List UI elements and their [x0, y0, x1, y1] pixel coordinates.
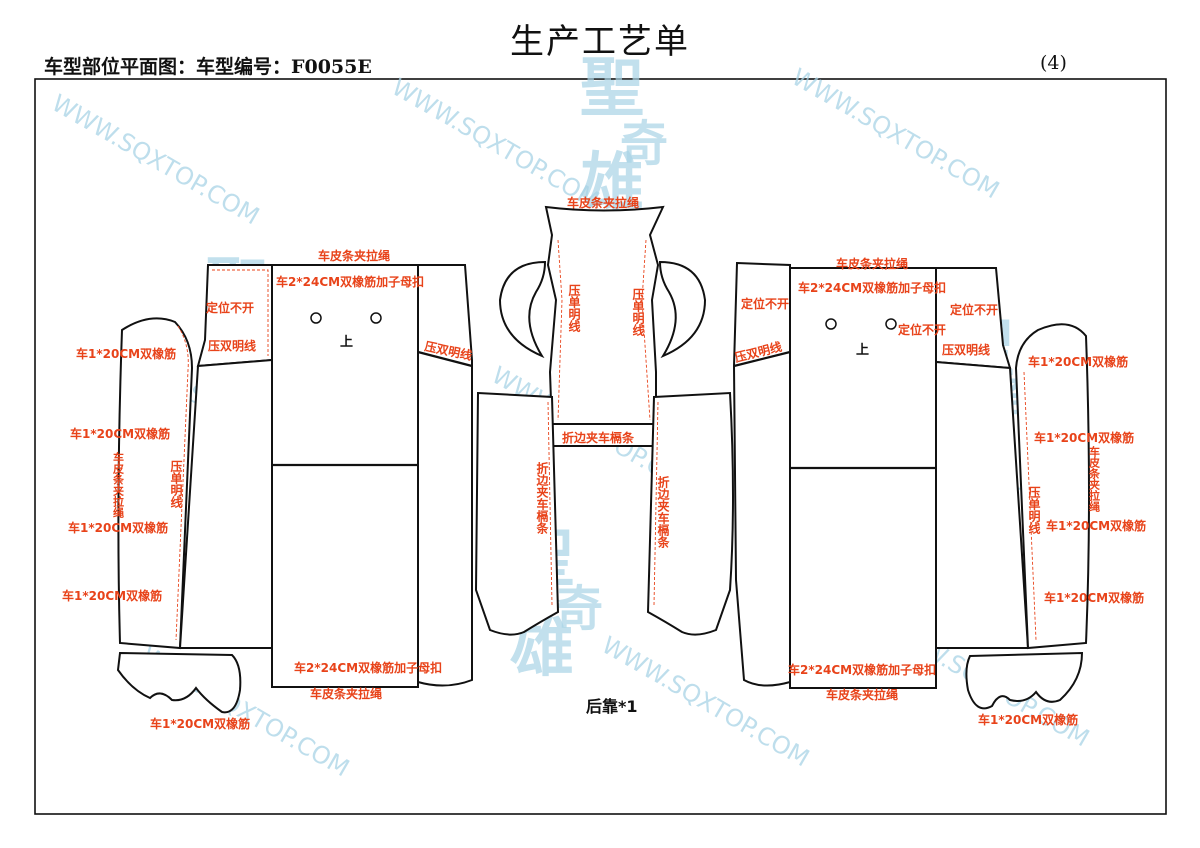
- annotation-label: 车2*24CM双橡筋加子母扣: [788, 662, 936, 677]
- annotation-label: 压双明线: [208, 338, 256, 353]
- watermark-url: WWW.SQXTOP.COM: [387, 73, 604, 214]
- buckle-hole-icon: [885, 318, 897, 330]
- annotation-label: 车1*20CM双橡筋: [150, 716, 250, 731]
- buckle-hole-icon: [825, 318, 837, 330]
- seam-line: [175, 325, 189, 641]
- page-number: (4): [1040, 52, 1067, 74]
- seam-line: [212, 269, 269, 356]
- seam-line: [653, 401, 659, 606]
- seam-line: [557, 239, 563, 421]
- annotation-label: 车1*20CM双橡筋: [62, 588, 162, 603]
- annotation-label: 车皮条夹拉绳: [310, 686, 382, 701]
- annotation-label: 定位不开: [206, 300, 254, 315]
- buckle-hole-icon: [370, 312, 382, 324]
- annotation-label: 车皮条夹拉绳: [567, 195, 639, 210]
- annotation-label: 定位不开: [950, 302, 998, 317]
- buckle-hole-icon: [310, 312, 322, 324]
- seam-line: [641, 239, 651, 421]
- model-subtitle: 车型部位平面图：车型编号：F0055E: [44, 56, 372, 78]
- annotation-label: 折边夹车槅条: [656, 475, 670, 549]
- watermark-url: WWW.SQXTOP.COM: [47, 89, 264, 230]
- pattern-piece: [965, 651, 1084, 710]
- annotation-label: 车皮条夹拉绳: [318, 248, 390, 263]
- piece-caption: 后靠*1: [586, 697, 638, 716]
- annotation-label: 车2*24CM双橡筋加子母扣: [276, 274, 424, 289]
- drawing-frame: [34, 78, 1167, 815]
- pattern-piece: [474, 391, 560, 636]
- annotation-label: 折边夹车槅条: [535, 461, 549, 535]
- annotation-label: 压单明线: [169, 460, 183, 509]
- top-mark: 上: [856, 343, 869, 358]
- page-title: 生产工艺单: [510, 22, 690, 62]
- annotation-label: 车皮条夹拉绳: [112, 451, 126, 519]
- pattern-piece: [271, 264, 419, 688]
- pattern-piece: [1014, 323, 1090, 650]
- annotation-label: 车1*20CM双橡筋: [68, 520, 168, 535]
- watermark-logo-char: 奇: [620, 116, 668, 172]
- pattern-piece: [417, 264, 473, 687]
- annotation-label: 压单明线: [567, 284, 581, 333]
- annotation-label: 车1*20CM双橡筋: [1044, 590, 1144, 605]
- annotation-label: 车2*24CM双橡筋加子母扣: [798, 280, 946, 295]
- panel-divider: [733, 350, 791, 368]
- watermark-url: WWW.SQXTOP.COM: [787, 63, 1004, 204]
- annotation-label: 定位不开: [898, 322, 946, 337]
- annotation-label: 折边夹车槅条: [562, 430, 635, 445]
- pattern-piece: [646, 391, 734, 636]
- annotation-label: 车2*24CM双橡筋加子母扣: [294, 660, 442, 675]
- annotation-label: 压双明线: [942, 342, 990, 357]
- pattern-piece: [789, 267, 937, 689]
- annotation-label: 车1*20CM双橡筋: [70, 426, 170, 441]
- annotation-label: 压单明线: [631, 288, 645, 337]
- pattern-piece: [658, 260, 707, 359]
- pattern-piece: [498, 260, 547, 359]
- annotation-label: 车1*20CM双橡筋: [1034, 430, 1134, 445]
- watermark-logo-char: 聖: [580, 51, 644, 126]
- watermark-logo-char: 雄: [580, 146, 644, 221]
- top-mark: 上: [340, 335, 353, 350]
- watermark-logo-char: 奇: [555, 581, 603, 637]
- seam-line: [547, 401, 553, 606]
- pattern-piece: [116, 651, 242, 714]
- pattern-piece: [544, 205, 665, 431]
- annotation-label: 车皮条夹拉绳: [836, 256, 908, 271]
- annotation-label: 定位不开: [741, 296, 789, 311]
- annotation-label: 车1*20CM双橡筋: [1028, 354, 1128, 369]
- annotation-label: 车1*20CM双橡筋: [76, 346, 176, 361]
- panel-divider: [417, 350, 473, 368]
- annotation-label: 压单明线: [1027, 486, 1041, 535]
- annotation-label: 车1*20CM双橡筋: [978, 712, 1078, 727]
- annotation-label: 车皮条夹拉绳: [1088, 445, 1102, 513]
- annotation-label: 车皮条夹拉绳: [826, 687, 898, 702]
- pattern-piece: [935, 267, 1012, 370]
- annotation-label: 车1*20CM双橡筋: [1046, 518, 1146, 533]
- pattern-piece: [732, 261, 791, 687]
